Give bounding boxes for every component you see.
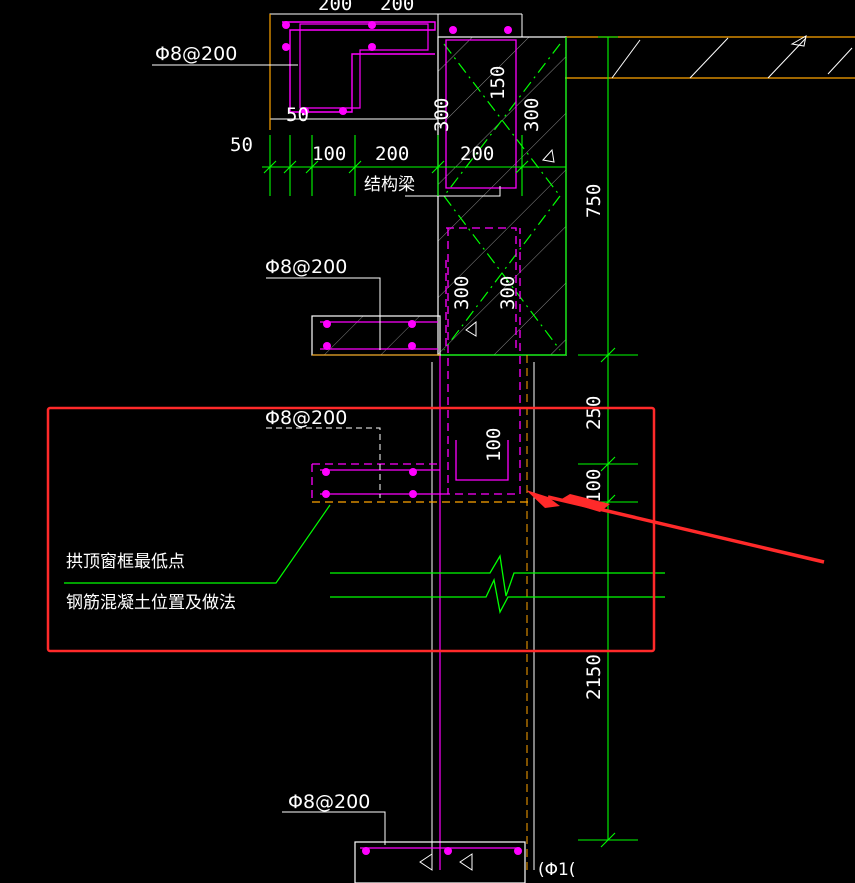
vertical-dimension	[578, 36, 638, 848]
leader-lines	[152, 64, 386, 845]
dim-v-300a: 300	[431, 98, 453, 132]
bottom-label-fragment: (Φ1(	[538, 860, 575, 880]
dim-v-100a: 100	[483, 428, 505, 462]
dim-row-200a: 200	[375, 143, 409, 165]
dim-top-200b: 200	[380, 0, 414, 15]
highlight-arrow	[526, 490, 825, 564]
middle-rebar-dots	[323, 320, 416, 350]
lower-rebar-dots	[322, 468, 417, 498]
top-rebar-dots	[282, 21, 512, 115]
top-ledge-block	[269, 13, 439, 130]
bottom-ledge-block	[354, 841, 526, 883]
structural-beam-label: 结构梁	[364, 175, 415, 195]
dim-v-750: 750	[583, 184, 605, 218]
dim-v-100b: 100	[583, 469, 605, 503]
dim-row-200b: 200	[460, 143, 494, 165]
dim-v-300c: 300	[451, 276, 473, 310]
dim-v-300b: 300	[521, 98, 543, 132]
wall-column	[405, 13, 567, 870]
dim-v-250: 250	[583, 396, 605, 430]
note-line-2: 钢筋混凝土位置及做法	[66, 593, 236, 613]
highlight-box	[46, 406, 656, 653]
dim-v-300d: 300	[497, 276, 519, 310]
note-leader	[64, 504, 331, 584]
break-lines	[330, 554, 665, 614]
rebar-label-top: Φ8@200	[155, 43, 237, 65]
dim-v-150: 150	[487, 66, 509, 100]
rebar-label-bottom: Φ8@200	[288, 791, 370, 813]
middle-ledge-block	[311, 315, 441, 356]
lower-ledge-block	[311, 463, 530, 503]
dim-v-2150: 2150	[583, 654, 605, 700]
note-line-1: 拱顶窗框最低点	[66, 552, 185, 572]
dim-top-200a: 200	[318, 0, 352, 15]
rebar-label-middle: Φ8@200	[265, 256, 347, 278]
rebar-label-lower: Φ8@200	[265, 407, 347, 429]
dim-left-50: 50	[230, 134, 253, 156]
horizontal-dimension	[262, 135, 566, 196]
dim-row-100: 100	[312, 143, 346, 165]
dim-bottom-50: 50	[286, 104, 309, 126]
